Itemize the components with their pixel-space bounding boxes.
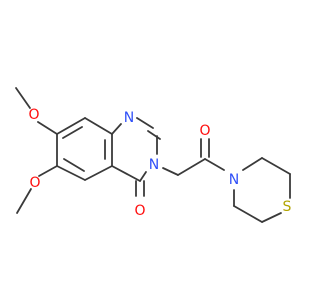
bond	[62, 126, 83, 139]
bond	[38, 165, 58, 177]
bond	[242, 157, 263, 171]
bond	[233, 205, 263, 223]
canvas-background	[0, 0, 300, 300]
atom-label-nitrogen: N	[229, 172, 239, 188]
bond	[111, 165, 141, 182]
bond	[37, 121, 58, 135]
molecule-structure: O O N N O O N S	[0, 0, 300, 300]
bonds	[15, 87, 291, 223]
bond	[162, 167, 179, 176]
bond	[16, 188, 32, 214]
bond	[15, 87, 31, 109]
atom-label-oxygen: O	[134, 203, 145, 219]
bond	[63, 158, 85, 172]
bond	[84, 165, 113, 181]
atom-label-nitrogen: N	[124, 110, 134, 126]
bond	[56, 117, 86, 135]
bond	[177, 158, 206, 176]
bond	[139, 171, 147, 182]
atom-label-oxygen: O	[199, 123, 210, 139]
atom-label-nitrogen: N	[149, 157, 159, 173]
atom-label-oxygen: O	[28, 107, 39, 123]
bond	[136, 117, 154, 129]
bond	[147, 130, 161, 140]
atom-labels: O O N N O O N S	[28, 107, 291, 219]
bond	[111, 123, 122, 135]
bond	[204, 158, 225, 171]
bond	[261, 157, 291, 175]
atom-label-sulfur: S	[283, 199, 292, 215]
bond	[261, 212, 282, 223]
bond	[84, 117, 113, 135]
atom-label-oxygen: O	[29, 175, 40, 191]
bond	[56, 165, 86, 181]
